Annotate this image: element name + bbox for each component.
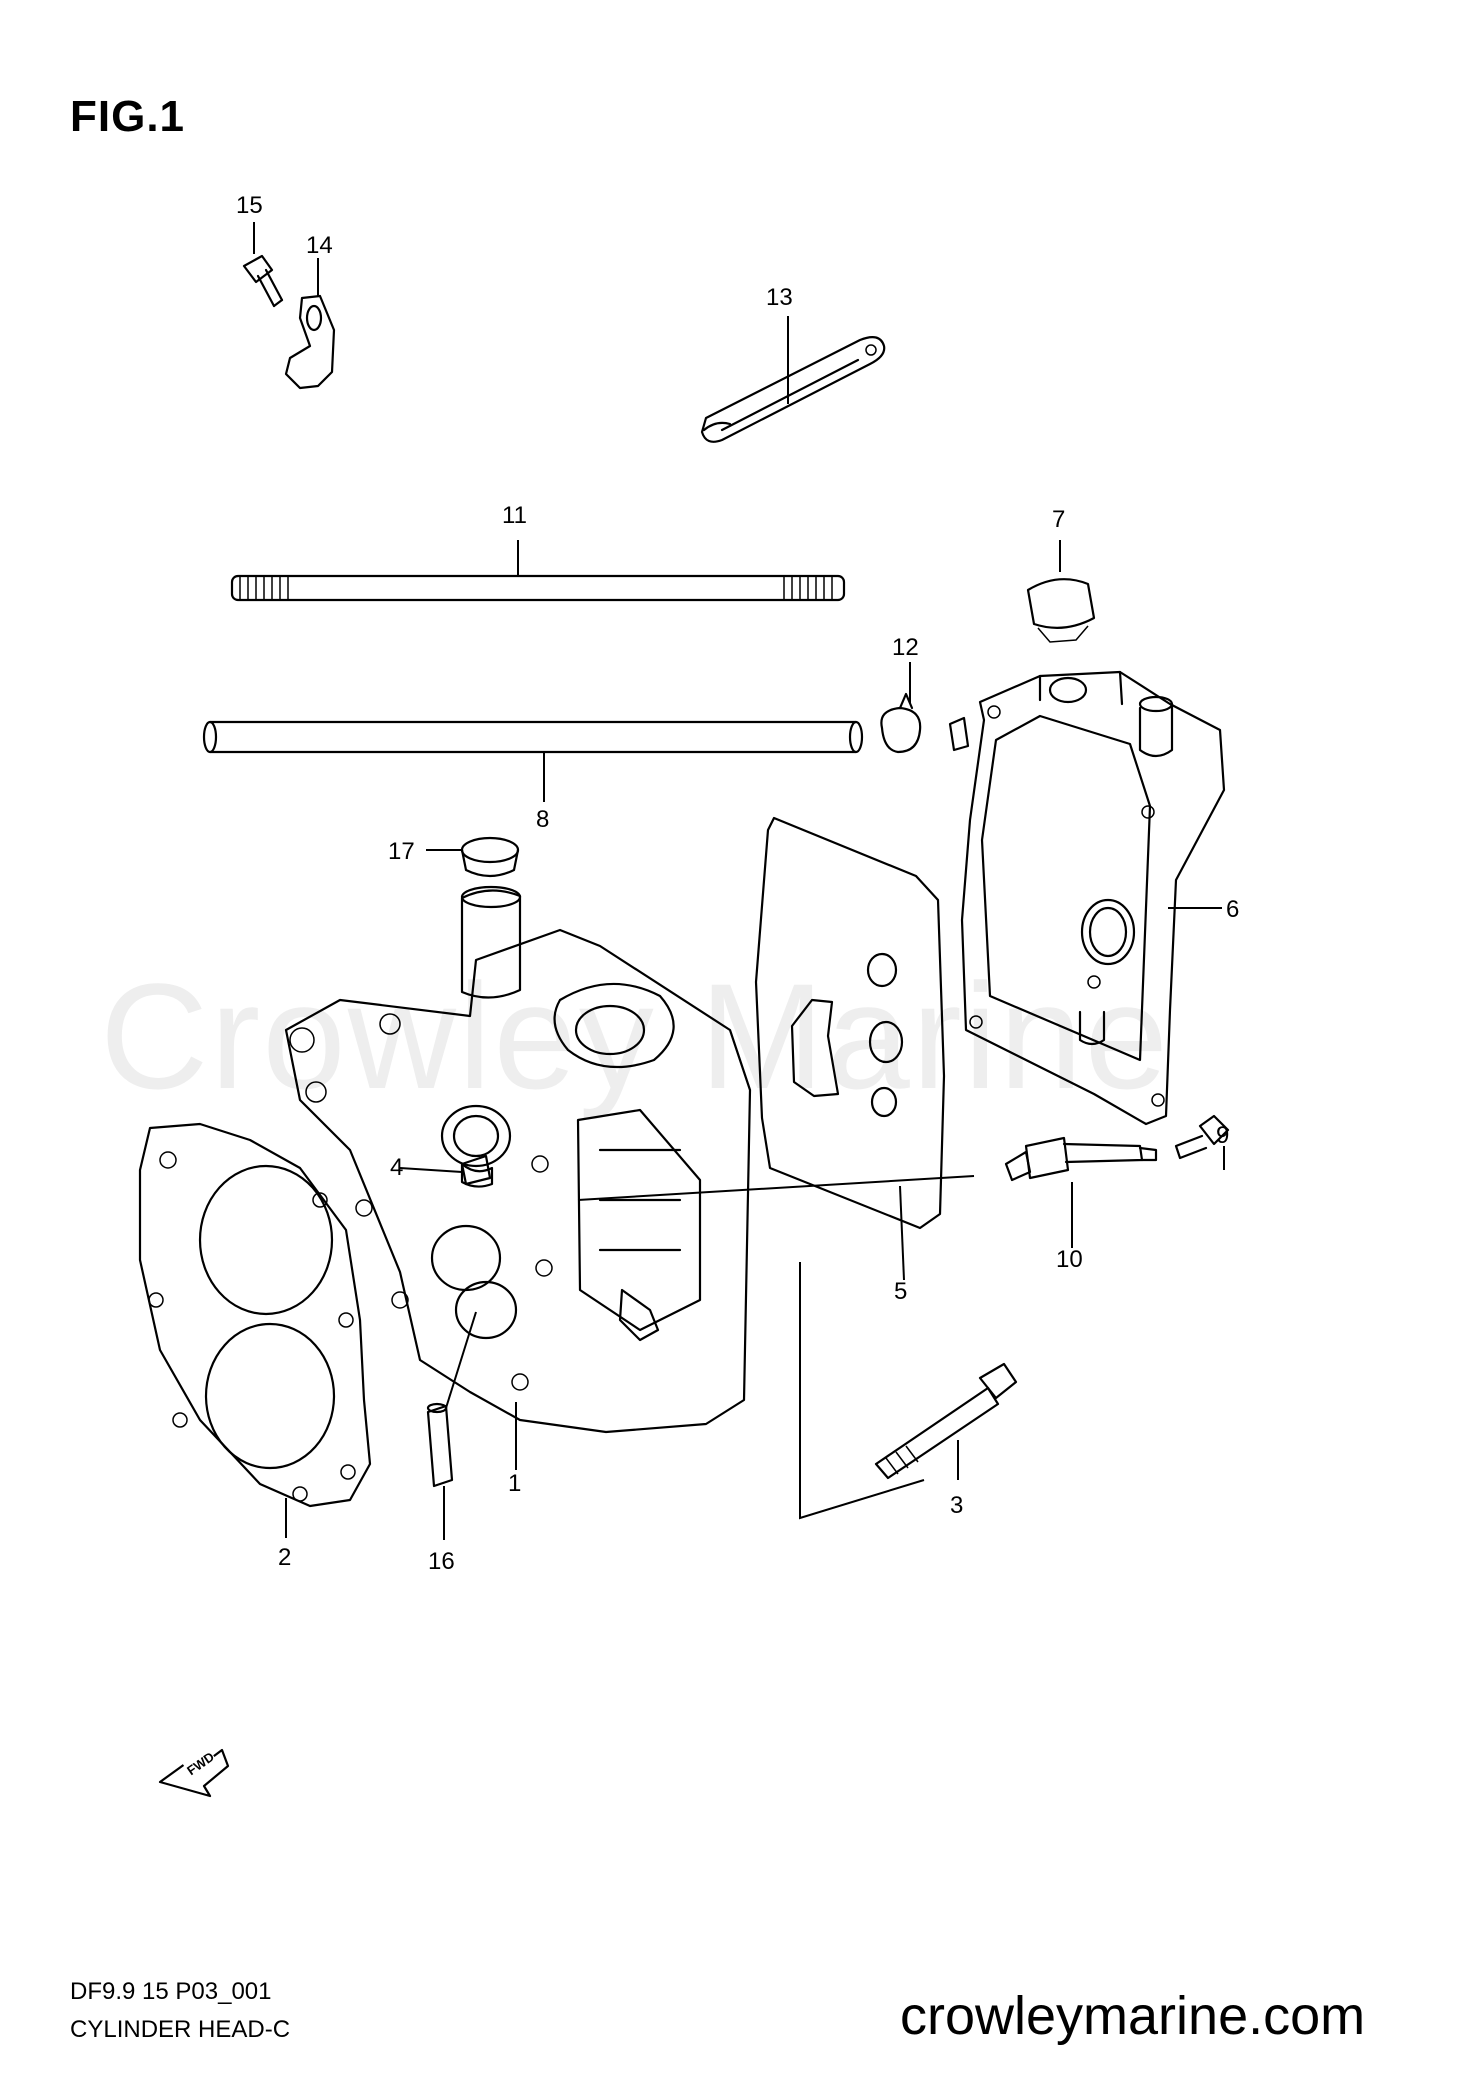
callout-16: 16 bbox=[428, 1548, 455, 1575]
part-2-head-gasket[interactable] bbox=[138, 1122, 372, 1508]
part-14-bracket[interactable] bbox=[284, 294, 336, 390]
part-10-spark-plug[interactable] bbox=[1004, 1136, 1158, 1182]
callout-15: 15 bbox=[236, 192, 263, 219]
website-link[interactable]: crowleymarine.com bbox=[900, 1986, 1366, 2046]
callout-4: 4 bbox=[390, 1154, 404, 1181]
callout-6: 6 bbox=[1226, 896, 1240, 923]
part-15-bolt[interactable] bbox=[242, 254, 284, 308]
part-6-cover[interactable] bbox=[948, 670, 1226, 1126]
part-5-gasket[interactable] bbox=[754, 816, 946, 1230]
part-16-pin[interactable] bbox=[426, 1402, 454, 1488]
part-8-pipe[interactable] bbox=[202, 720, 864, 754]
part-12-clamp[interactable] bbox=[880, 692, 922, 754]
part-1-cylinder-head[interactable] bbox=[284, 885, 752, 1434]
figure-label: FIG.1 bbox=[70, 92, 186, 141]
callout-5: 5 bbox=[894, 1278, 908, 1305]
callout-7: 7 bbox=[1052, 506, 1066, 533]
part-3-bolt[interactable] bbox=[874, 1362, 1018, 1480]
callout-9: 9 bbox=[1216, 1122, 1230, 1149]
part-17-plug[interactable] bbox=[460, 836, 520, 878]
callout-2: 2 bbox=[278, 1544, 292, 1571]
part-7-cap[interactable] bbox=[1026, 578, 1096, 643]
callout-3: 3 bbox=[950, 1492, 964, 1519]
part-11-stud[interactable] bbox=[230, 574, 846, 602]
callout-12: 12 bbox=[892, 634, 919, 661]
leader-lines bbox=[253, 222, 1225, 1540]
callout-1: 1 bbox=[508, 1470, 522, 1497]
callout-10: 10 bbox=[1056, 1246, 1083, 1273]
part-4-pin[interactable] bbox=[460, 1154, 492, 1186]
model-code: DF9.9 15 P03_001 bbox=[70, 1978, 272, 2005]
callout-13: 13 bbox=[766, 284, 793, 311]
section-name: CYLINDER HEAD-C bbox=[70, 2016, 291, 2043]
callout-11: 11 bbox=[502, 502, 527, 529]
part-9-bolt[interactable] bbox=[1174, 1114, 1230, 1160]
part-13-strap[interactable] bbox=[700, 335, 886, 443]
callout-8: 8 bbox=[536, 806, 550, 833]
callout-17: 17 bbox=[388, 838, 415, 865]
callout-14: 14 bbox=[306, 232, 333, 259]
